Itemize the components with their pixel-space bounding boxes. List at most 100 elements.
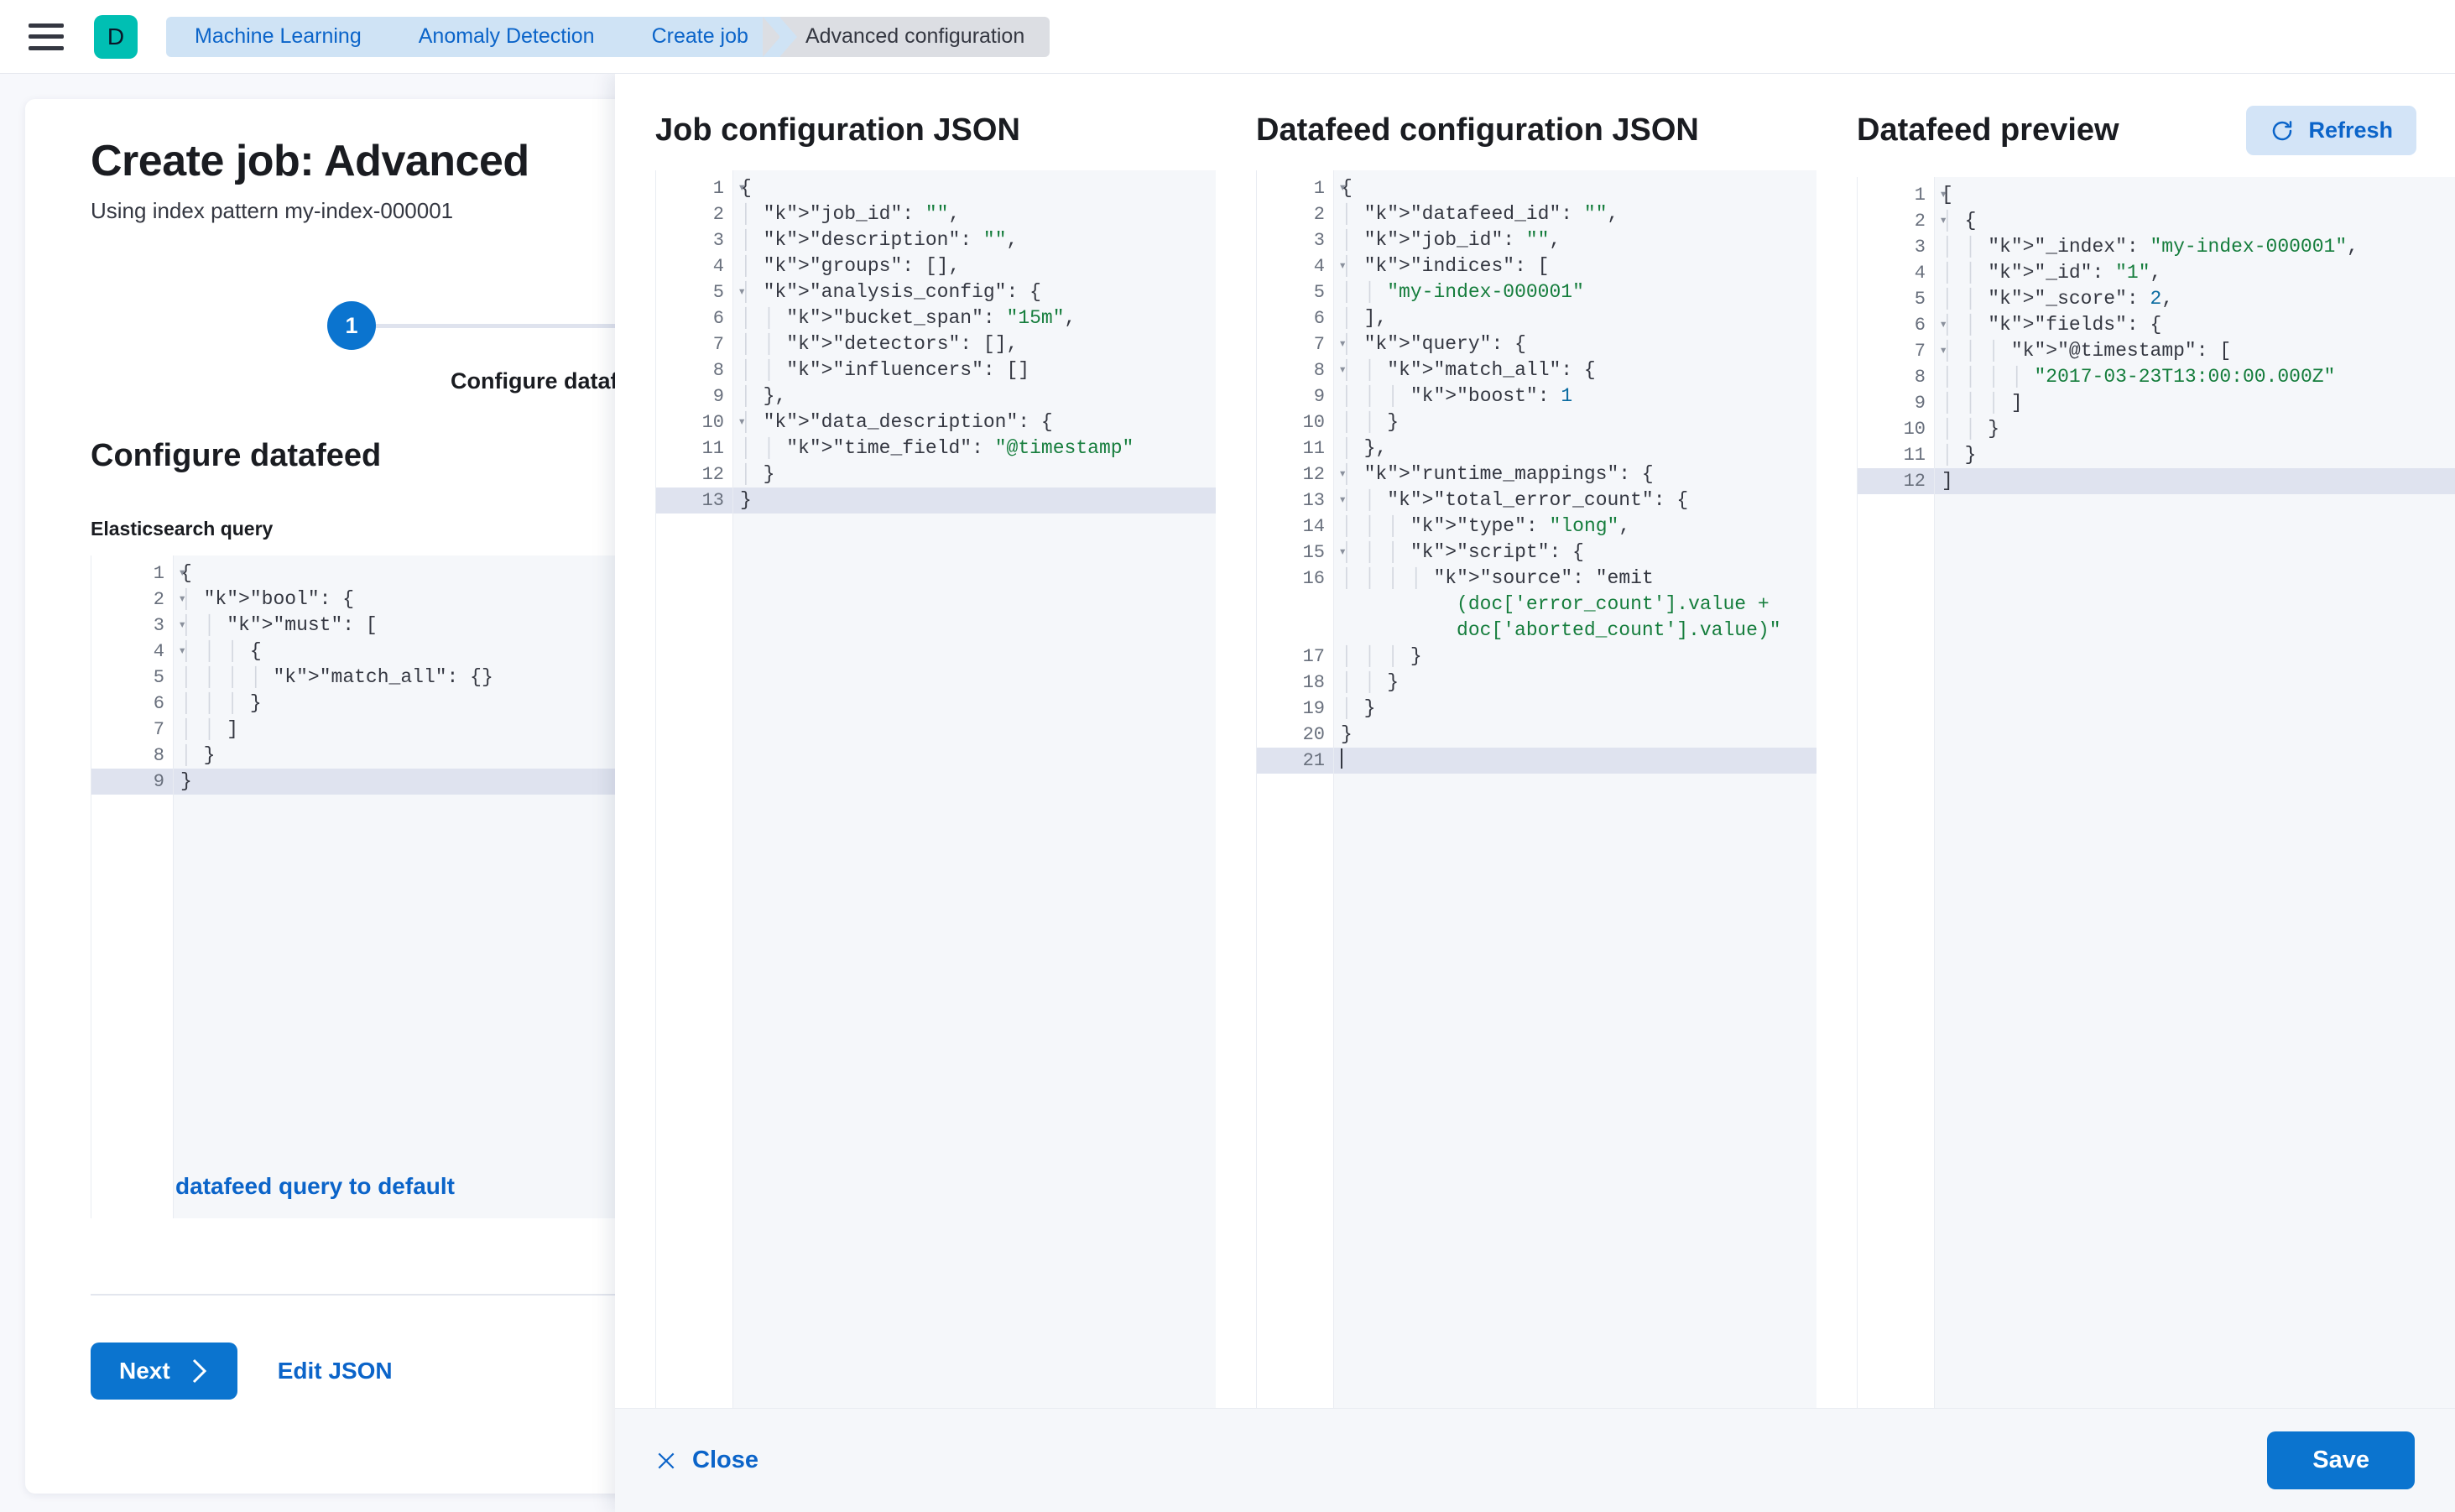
editor-code-area[interactable]: { │ "k">"job_id": "", │ "k">"description":… xyxy=(733,170,1216,1408)
editor-line[interactable]: │ │ │ │ "k">"match_all": {} xyxy=(180,666,493,688)
editor-line-number: 16 xyxy=(1302,568,1325,589)
editor-line-number: 2▾ xyxy=(1914,211,1947,232)
editor-line[interactable]: │ } xyxy=(1341,697,1376,719)
editor-line[interactable]: │ │ } xyxy=(1341,671,1400,693)
editor-line[interactable]: │ │ │ "k">"@timestamp": [ xyxy=(1942,340,2232,362)
next-button[interactable]: Next xyxy=(91,1343,237,1400)
editor-line[interactable]: │ "k">"runtime_mappings": { xyxy=(1341,463,1654,485)
editor-line[interactable]: │ │ │ { xyxy=(180,640,262,662)
editor-line[interactable]: │ │ "k">"total_error_count": { xyxy=(1341,489,1689,511)
editor-line-number: 14 xyxy=(1302,516,1325,537)
breadcrumb-item-anomaly-detection[interactable]: Anomaly Detection xyxy=(393,16,644,57)
editor-line-number: 13 xyxy=(656,487,732,514)
editor-line[interactable]: } xyxy=(1341,723,1353,745)
editor-line-number: 10 xyxy=(1903,419,1926,440)
editor-line[interactable]: │ │ "k">"detectors": [], xyxy=(740,333,1019,355)
editor-line-number: 12 xyxy=(701,464,724,485)
editor-line[interactable]: │ { xyxy=(1942,210,1977,232)
app-logo[interactable]: D xyxy=(94,14,138,59)
editor-line[interactable]: │ │ "k">"time_field": "@timestamp" xyxy=(740,437,1134,459)
editor-line[interactable]: │ "k">"job_id": "", xyxy=(740,203,961,225)
editor-line[interactable]: │ │ │ "k">"boost": 1 xyxy=(1341,385,1573,407)
editor-line[interactable]: │ │ "k">"influencers": [] xyxy=(740,359,1030,381)
editor-line[interactable]: │ │ │ "k">"type": "long", xyxy=(1341,515,1631,537)
editor-line-number: 4▾ xyxy=(1313,256,1347,277)
editor-line[interactable]: │ "k">"datafeed_id": "", xyxy=(1341,203,1619,225)
editor-line[interactable]: │ │ │ } xyxy=(1341,645,1422,667)
editor-line[interactable]: { xyxy=(740,177,752,199)
editor-line[interactable]: │ │ ] xyxy=(180,718,239,740)
editor-line[interactable]: │ }, xyxy=(740,385,787,407)
editor-line-number: 5 xyxy=(1914,289,1926,310)
wizard-step-1-circle[interactable]: 1 xyxy=(327,301,376,350)
save-button[interactable]: Save xyxy=(2267,1431,2415,1489)
editor-line[interactable]: │ │ "k">"must": [ xyxy=(180,614,378,636)
editor-line[interactable]: } xyxy=(733,487,1216,514)
editor-line[interactable]: │ │ "k">"_score": 2, xyxy=(1942,288,2174,310)
editor-line[interactable]: │ │ "k">"bucket_span": "15m", xyxy=(740,307,1076,329)
editor-line-number: 3 xyxy=(1313,230,1325,251)
wizard-actions: Next Edit JSON xyxy=(91,1343,393,1400)
editor-line[interactable]: │ } xyxy=(1942,444,1977,466)
editor-line[interactable]: │ │ │ │ "k">"source": "emit (doc['error_… xyxy=(1341,567,1781,641)
editor-line[interactable]: │ │ │ "k">"script": { xyxy=(1341,541,1584,563)
editor-line-number: 13▾ xyxy=(1302,490,1347,511)
close-x-icon xyxy=(655,1450,677,1472)
editor-line[interactable]: │ │ "k">"_index": "my-index-000001", xyxy=(1942,236,2359,258)
editor-line[interactable] xyxy=(1334,748,1816,774)
editor-line[interactable]: │ "k">"query": { xyxy=(1341,333,1526,355)
global-header: D Machine Learning Anomaly Detection Cre… xyxy=(0,0,2455,74)
editor-line[interactable]: ] xyxy=(1935,468,2455,494)
editor-line-number: 21 xyxy=(1257,748,1333,774)
editor-line[interactable]: { xyxy=(1341,177,1353,199)
editor-line[interactable]: │ "k">"groups": [], xyxy=(740,255,961,277)
refresh-button[interactable]: Refresh xyxy=(2246,106,2416,155)
editor-line-number: 9 xyxy=(91,769,173,795)
editor-line[interactable]: │ } xyxy=(740,463,775,485)
editor-code-area[interactable]: [ │ { │ │ "k">"_index": "my-index-000001",… xyxy=(1935,177,2455,1408)
editor-line-number: 1▾ xyxy=(153,563,186,584)
editor-line[interactable]: │ "k">"job_id": "", xyxy=(1341,229,1561,251)
editor-line[interactable]: │ "k">"analysis_config": { xyxy=(740,281,1041,303)
editor-line[interactable]: │ │ "k">"_id": "1", xyxy=(1942,262,2162,284)
breadcrumb-item-create-job[interactable]: Create job xyxy=(626,16,798,57)
editor-line[interactable]: │ "k">"data_description": { xyxy=(740,411,1053,433)
hamburger-menu-icon[interactable] xyxy=(29,23,64,50)
editor-line[interactable]: │ "k">"bool": { xyxy=(180,588,355,610)
editor-line[interactable]: │ │ │ } xyxy=(180,692,262,714)
next-button-label: Next xyxy=(119,1358,170,1384)
elasticsearch-query-label: Elasticsearch query xyxy=(91,518,274,540)
editor-code-area[interactable]: { │ "k">"datafeed_id": "", │ "k">"job_id":… xyxy=(1334,170,1816,1408)
editor-line-number: 9 xyxy=(712,386,724,407)
editor-line[interactable]: │ } xyxy=(180,744,216,766)
editor-line[interactable]: │ │ "k">"match_all": { xyxy=(1341,359,1596,381)
edit-json-button[interactable]: Edit JSON xyxy=(277,1358,393,1384)
datafeed-preview-title: Datafeed preview xyxy=(1857,112,2119,148)
editor-line[interactable]: │ │ "k">"fields": { xyxy=(1942,314,2162,336)
editor-line[interactable]: │ "k">"indices": [ xyxy=(1341,255,1550,277)
editor-line[interactable]: │ "k">"description": "", xyxy=(740,229,1019,251)
editor-line[interactable]: │ ], xyxy=(1341,307,1388,329)
editor-line-number: 5 xyxy=(153,667,164,688)
editor-line[interactable]: [ xyxy=(1942,184,1953,206)
editor-line[interactable]: │ │ "my-index-000001" xyxy=(1341,281,1584,303)
editor-line-number: 4 xyxy=(712,256,724,277)
editor-line-number: 1▾ xyxy=(712,178,746,199)
editor-line[interactable]: │ }, xyxy=(1341,437,1388,459)
editor-line[interactable]: │ │ } xyxy=(1942,418,2000,440)
editor-line[interactable]: │ │ │ ] xyxy=(1942,392,2023,414)
datafeed-configuration-title: Datafeed configuration JSON xyxy=(1256,112,1699,148)
editor-line-number: 7▾ xyxy=(1914,341,1947,362)
editor-line[interactable]: { xyxy=(180,562,192,584)
close-button[interactable]: Close xyxy=(655,1447,758,1474)
breadcrumb-item-machine-learning[interactable]: Machine Learning xyxy=(166,16,410,57)
editor-line[interactable]: │ │ } xyxy=(1341,411,1400,433)
editor-line[interactable]: │ │ │ │ "2017-03-23T13:00:00.000Z" xyxy=(1942,366,2336,388)
